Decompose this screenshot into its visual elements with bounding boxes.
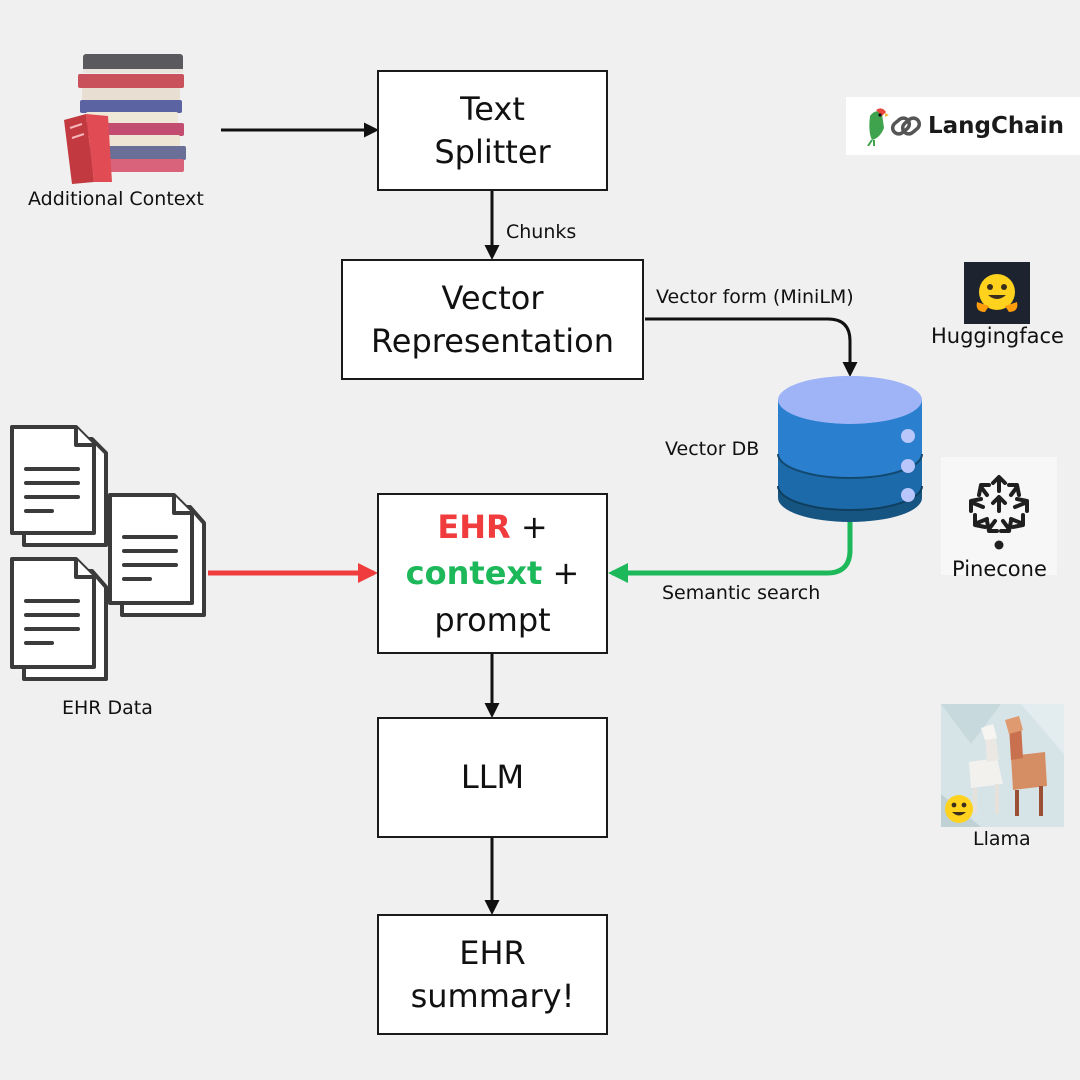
- langchain-logo-text: LangChain: [927, 113, 1065, 139]
- arrow-db-to-combine: [608, 522, 853, 583]
- llama-image: [941, 704, 1064, 827]
- books-icon: [64, 54, 186, 184]
- database-icon: [777, 376, 923, 522]
- semantic-search-label: Semantic search: [662, 582, 821, 604]
- vector-representation-line2: Representation: [370, 321, 615, 360]
- langchain-logo-icon: [867, 108, 922, 146]
- vector-representation-line1: Vector: [441, 279, 544, 318]
- llama-image-icon: [941, 704, 1064, 827]
- llama-label: Llama: [973, 828, 1031, 850]
- vector-db-label: Vector DB: [665, 438, 760, 460]
- combine-line3: prompt: [434, 600, 551, 639]
- plus-sign-2: +: [542, 554, 580, 593]
- ehr-highlight-text: EHR: [437, 507, 511, 546]
- llm-box: LLM: [377, 717, 608, 838]
- plus-sign-1: +: [510, 507, 548, 546]
- additional-context-label: Additional Context: [28, 188, 204, 210]
- vector-form-label: Vector form (MiniLM): [656, 286, 854, 308]
- pinecone-logo-icon: [969, 475, 1029, 550]
- text-splitter-box: Text Splitter: [377, 70, 608, 191]
- summary-box: EHR summary!: [377, 914, 608, 1035]
- summary-line2: summary!: [410, 976, 575, 1015]
- llm-label: LLM: [460, 758, 525, 797]
- chunks-label: Chunks: [506, 221, 577, 243]
- huggingface-logo: [964, 262, 1030, 324]
- arrow-vector-to-db: [645, 317, 858, 377]
- pinecone-logo: [941, 457, 1057, 575]
- huggingface-label: Huggingface: [931, 324, 1064, 348]
- combine-line1: EHR +: [437, 504, 547, 550]
- langchain-logo: LangChain: [846, 97, 1080, 155]
- huggingface-logo-icon: [976, 274, 1018, 312]
- combine-line2: context +: [406, 550, 580, 596]
- text-splitter-line2: Splitter: [434, 132, 551, 171]
- vector-representation-box: Vector Representation: [341, 259, 644, 380]
- pinecone-label: Pinecone: [952, 557, 1047, 581]
- summary-line1: EHR: [459, 934, 526, 973]
- context-highlight-text: context: [405, 554, 543, 593]
- ehr-data-label: EHR Data: [62, 697, 153, 719]
- combine-box: EHR + context + prompt: [377, 493, 608, 654]
- documents-icon: [10, 425, 206, 681]
- text-splitter-line1: Text: [460, 90, 525, 129]
